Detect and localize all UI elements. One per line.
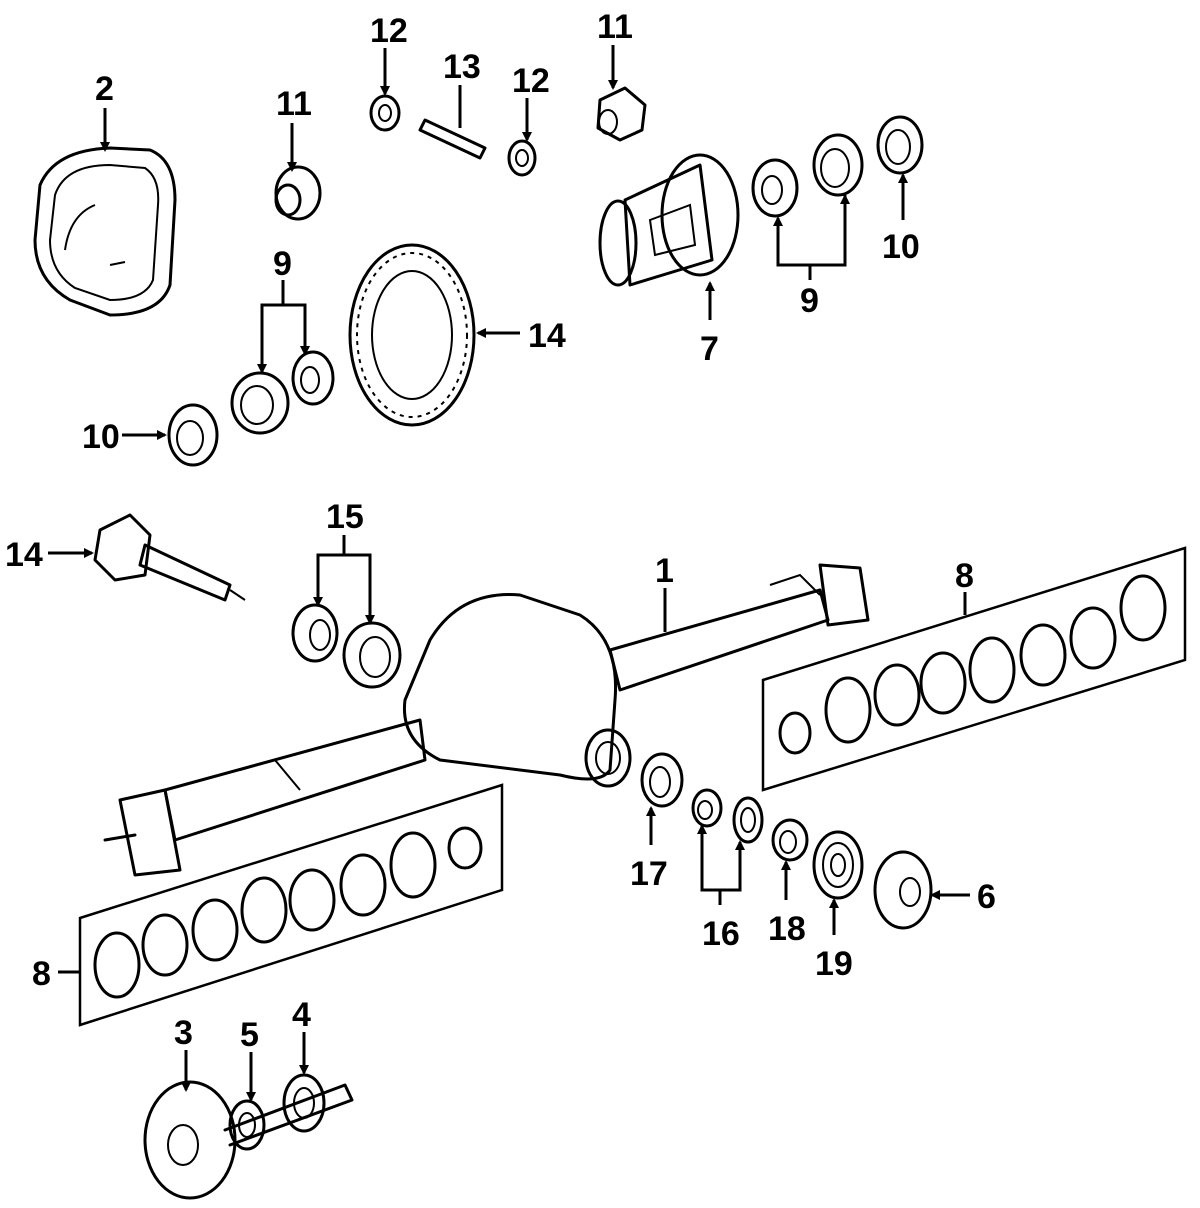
axle-bearing-part-4 [282,1073,326,1133]
callout-8-left: 8 [32,955,51,993]
callout-17: 17 [630,855,668,893]
seal-part-17 [640,752,684,808]
seal-kit-panel-left [78,783,504,1027]
bearing-part-16-b [732,796,764,844]
pinion-bearing-race-part-b [342,621,402,689]
callout-1: 1 [655,552,674,590]
callout-13: 13 [443,48,481,86]
ring-gear-part [348,243,476,427]
callout-19: 19 [815,945,853,983]
callout-8-right: 8 [955,557,974,595]
callout-14-gear: 14 [528,317,566,355]
axle-housing-part [103,563,870,877]
callout-4: 4 [292,996,311,1034]
collapsible-spacer-part-18 [771,818,809,862]
callout-12-right: 12 [512,62,550,100]
callout-16: 16 [702,915,740,953]
side-bearing-race-part-left-b [230,371,290,435]
callout-10-top: 10 [882,228,920,266]
thrust-washer-part-right [507,139,537,177]
differential-cover-part [33,146,177,317]
callout-7: 7 [700,330,719,368]
callout-18: 18 [768,910,806,948]
callout-10-left: 10 [82,418,120,456]
callout-15: 15 [326,498,364,536]
shim-part-top [876,115,924,175]
callout-9-left: 9 [273,245,292,283]
pinion-seal-part-19 [812,830,864,900]
callout-9-top: 9 [800,282,819,320]
seal-kit-panel-right [761,546,1187,792]
thrust-washer-part-left [369,94,401,132]
pinion-gear-part-right [596,86,647,142]
callout-2: 2 [95,70,114,108]
callout-6: 6 [977,878,996,916]
axle-shaft-flange-part-3 [143,1080,354,1200]
pinion-bearing-part-a [291,603,339,663]
callout-12-left: 12 [370,12,408,50]
callout-3: 3 [174,1014,193,1052]
side-bearing-part-left-a [291,350,335,406]
callout-11-right: 11 [597,8,633,46]
callout-14-pinion: 14 [5,536,43,574]
differential-case-part [598,153,740,287]
side-gear-part-left [274,165,322,221]
shim-part-left [167,403,219,467]
callout-labels: 2 11 12 13 12 11 9 10 7 9 14 10 14 15 1 … [5,8,996,1054]
side-bearing-race-part-top-b [812,133,864,197]
side-bearing-part-top-a [751,158,799,218]
companion-flange-part-6 [873,850,933,930]
leader-lines [48,45,970,1102]
bearing-part-16-a [691,788,723,828]
drive-pinion-part [93,513,246,602]
cross-pin-part [418,118,487,160]
callout-5: 5 [240,1016,259,1054]
callout-11-left: 11 [276,85,312,123]
